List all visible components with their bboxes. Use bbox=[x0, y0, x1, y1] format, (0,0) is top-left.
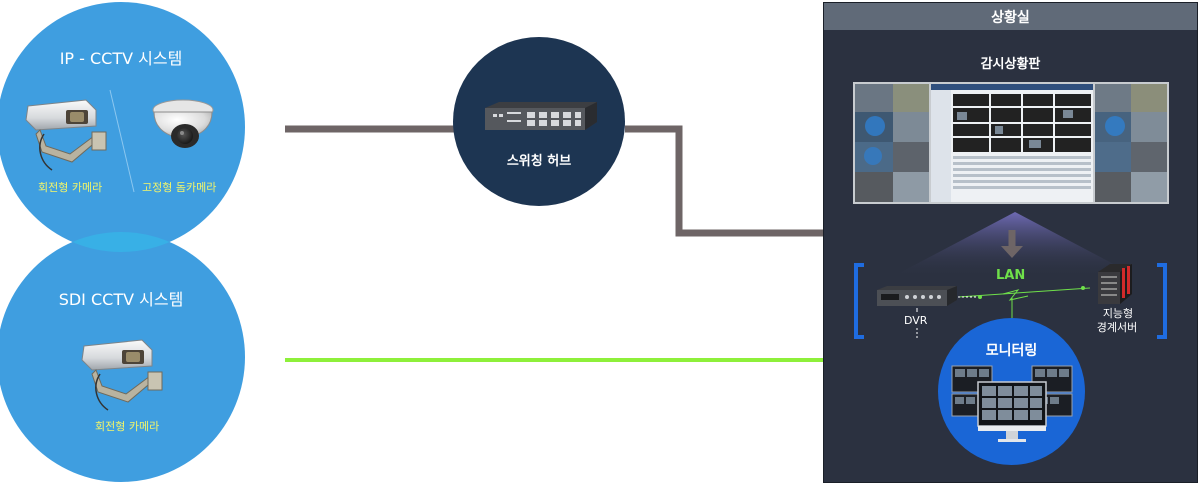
server-label-line2: 경계서버 bbox=[1096, 321, 1138, 334]
ip-rotating-camera-icon bbox=[25, 99, 107, 171]
control-room-title: 상황실 bbox=[991, 10, 1030, 26]
monitor-wall-display bbox=[853, 82, 1169, 204]
control-room-header bbox=[824, 3, 1197, 30]
left-bracket bbox=[854, 263, 864, 339]
switching-hub-label: 스위칭 허브 bbox=[506, 154, 572, 169]
sdi-system-title: SDI CCTV 시스템 bbox=[58, 290, 184, 309]
server-label-line1: 지능형 bbox=[1102, 307, 1134, 320]
ip-dome-camera-icon bbox=[152, 99, 214, 148]
monitor-wall-label: 감시상황판 bbox=[980, 57, 1041, 72]
server-icon bbox=[1098, 264, 1132, 304]
ip-system-title: IP - CCTV 시스템 bbox=[59, 49, 183, 68]
dvr-label: DVR bbox=[904, 314, 928, 327]
switching-hub-icon bbox=[485, 102, 597, 130]
lan-label: LAN bbox=[996, 268, 1026, 283]
ip-rotating-camera-label: 회전형 카메라 bbox=[38, 181, 103, 194]
sdi-rotating-camera-label: 회전형 카메라 bbox=[95, 420, 160, 433]
sdi-rotating-camera-icon bbox=[81, 339, 163, 411]
dvr-icon bbox=[877, 286, 957, 306]
ip-fixed-camera-label: 고정형 돔카메라 bbox=[142, 181, 217, 194]
monitoring-label: 모니터링 bbox=[985, 343, 1038, 359]
right-bracket bbox=[1157, 263, 1167, 339]
monitoring-screens-icon bbox=[951, 365, 1073, 442]
ip-divider bbox=[109, 89, 135, 193]
